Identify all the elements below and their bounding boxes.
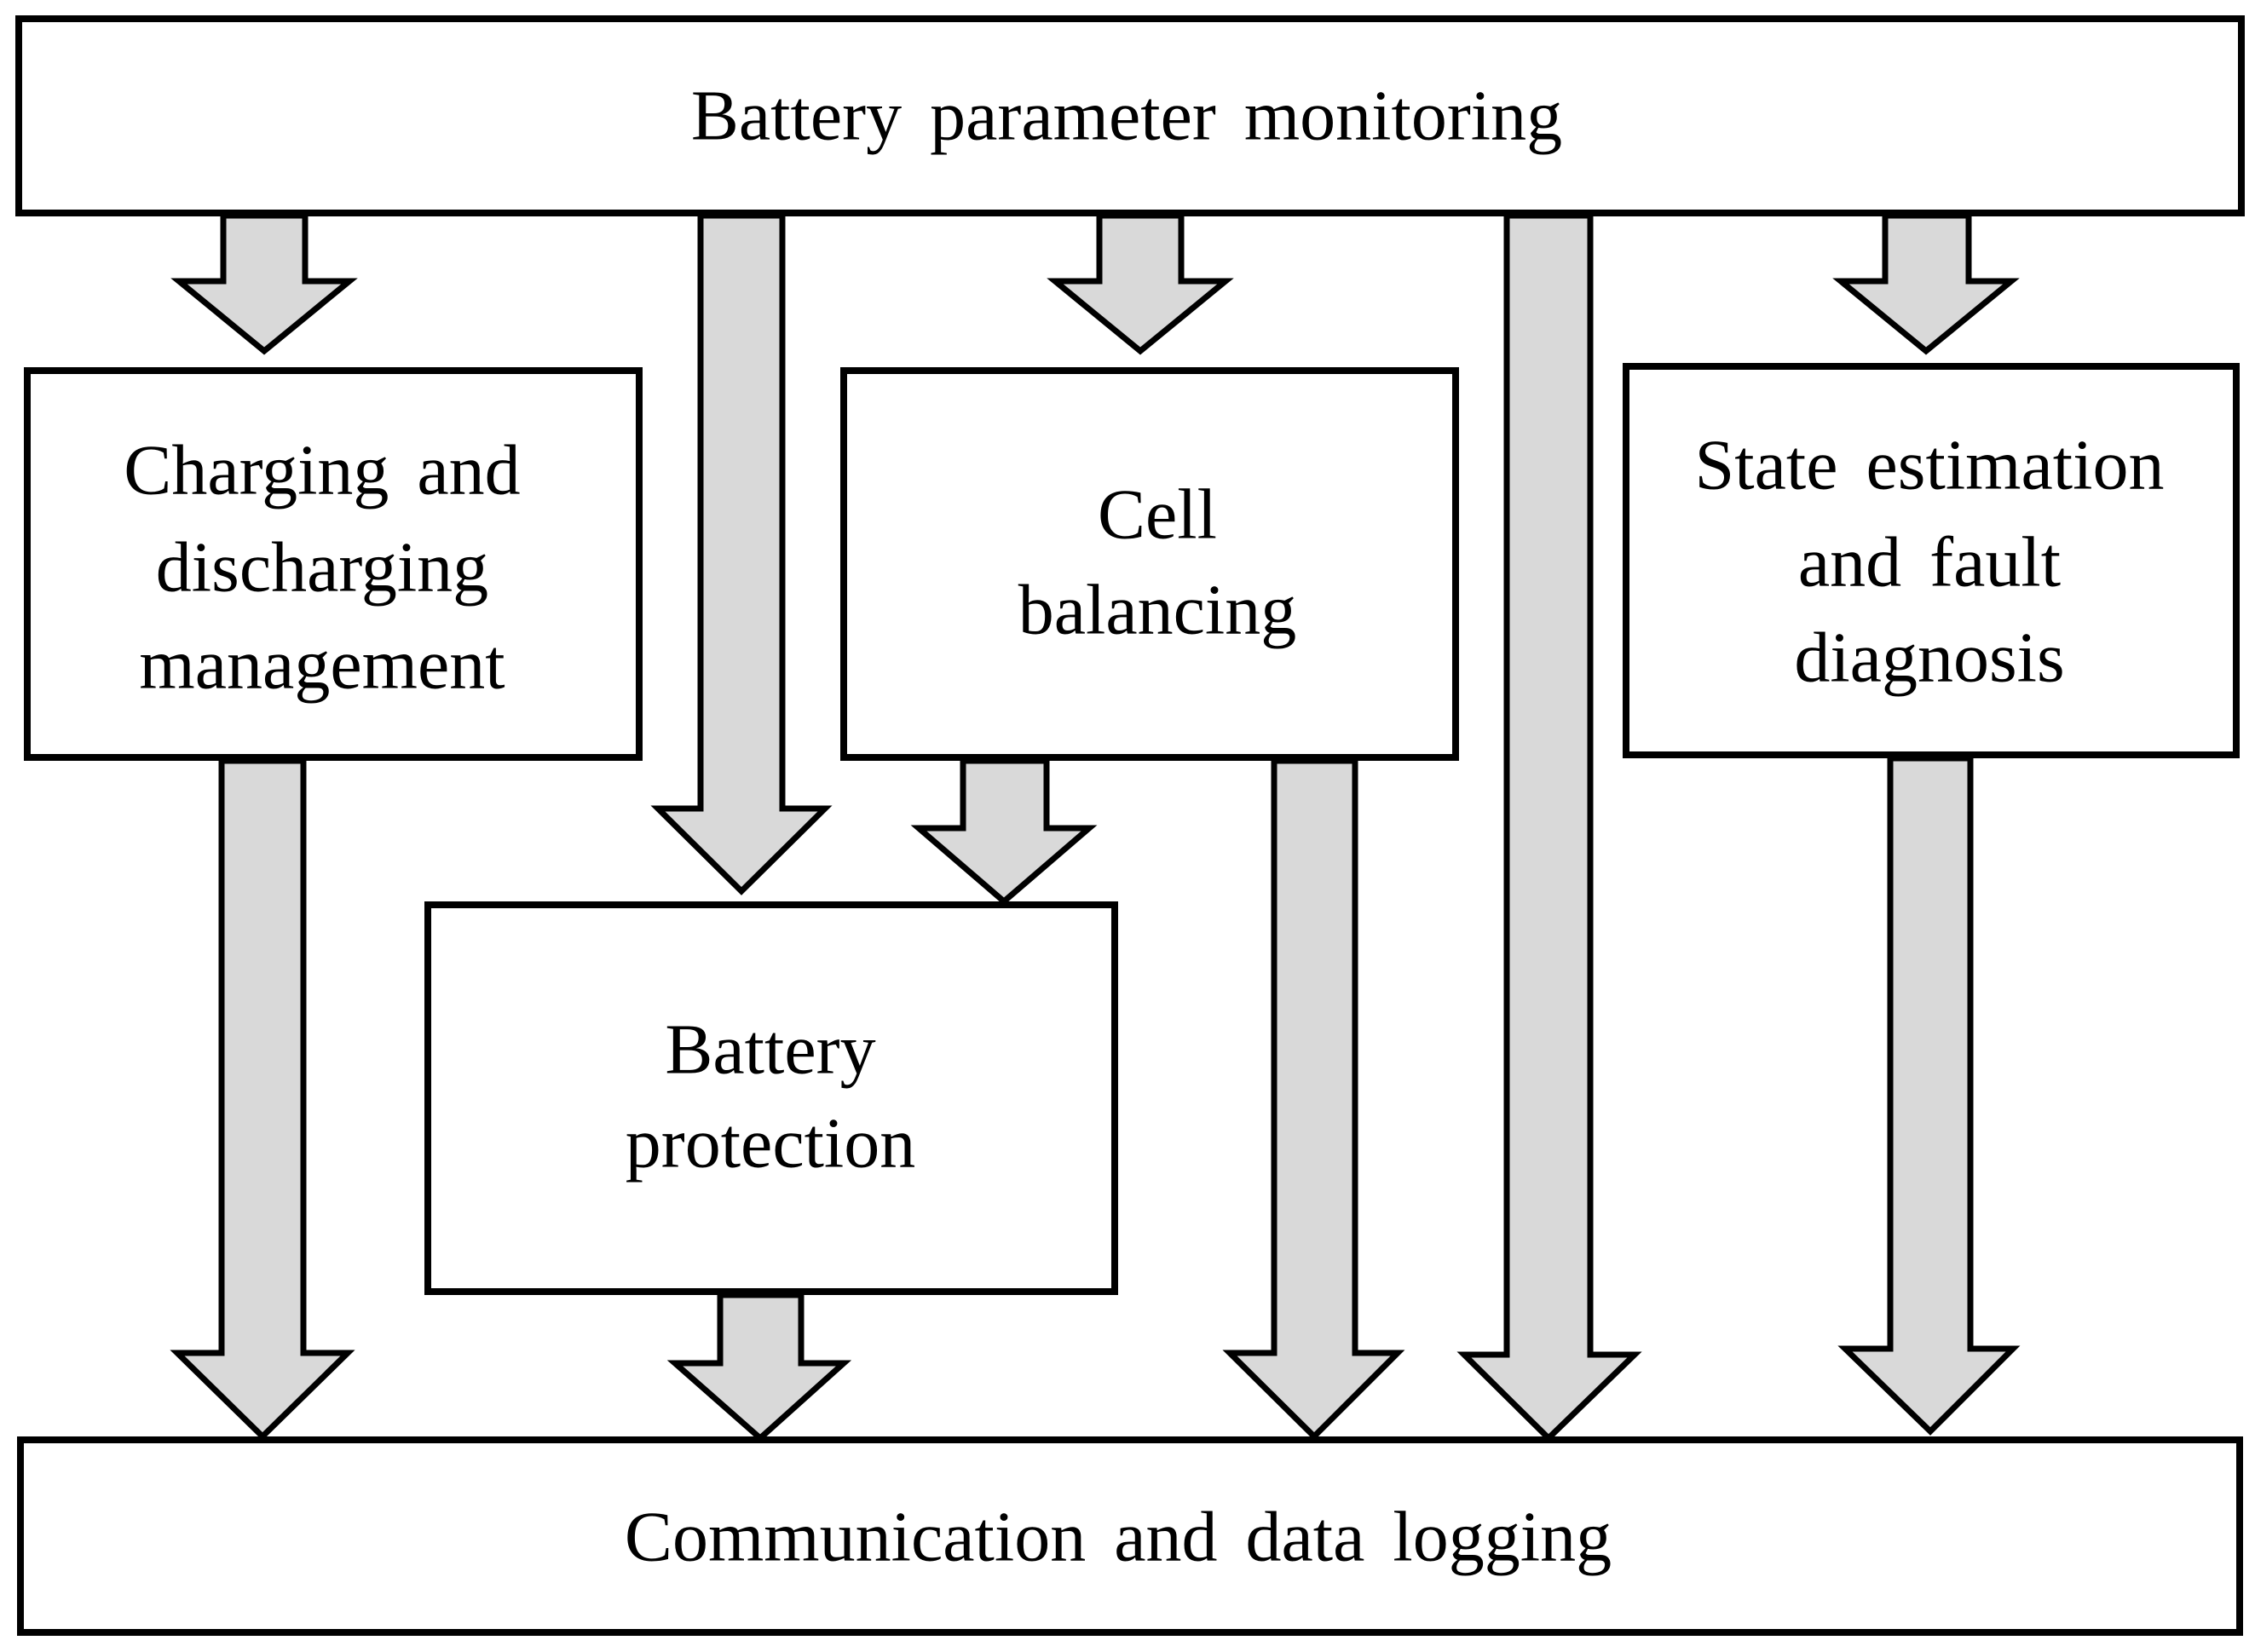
box-layer [15, 15, 2245, 1636]
node-state-label-line-3: diagnosis [1794, 619, 2064, 698]
node-balancing-label-line-2: balancing [1018, 571, 1297, 650]
node-protection-label-line-2: protection [626, 1104, 916, 1183]
node-communication-box [17, 1436, 2243, 1636]
node-charging-label-line-3: management [139, 625, 505, 705]
node-communication-label: Communication and data logging [625, 1498, 1612, 1577]
arrow-protection-to-communication [666, 1292, 852, 1442]
node-state-label-line-1: State estimation [1695, 426, 2165, 505]
arrow-state-to-communication [1837, 755, 2021, 1436]
arrow-monitoring-to-balancing [1047, 212, 1234, 355]
label-layer: Battery parameter monitoring Charging an… [124, 77, 2164, 1577]
node-charging-label-line-2: discharging [156, 528, 488, 607]
arrow-monitoring-to-communication [1456, 212, 1642, 1442]
node-charging-box [24, 367, 643, 761]
arrow-charging-to-communication [170, 757, 355, 1441]
node-state-label-line-2: and fault [1798, 523, 2061, 602]
arrow-balancing-to-communication [1222, 757, 1405, 1441]
arrow-layer [170, 212, 2021, 1442]
node-charging-label-line-1: Charging and [124, 431, 520, 510]
arrow-monitoring-to-state [1832, 212, 2020, 355]
node-monitoring-label: Battery parameter monitoring [691, 77, 1562, 156]
node-protection-box [424, 901, 1118, 1295]
node-monitoring-box [15, 15, 2245, 216]
node-balancing-label-line-1: Cell [1098, 475, 1217, 555]
node-state-box [1623, 363, 2240, 758]
arrow-monitoring-to-charging [170, 212, 358, 355]
node-balancing-box [840, 367, 1459, 761]
arrow-balancing-to-protection [910, 757, 1098, 906]
node-protection-label-line-1: Battery [665, 1010, 875, 1090]
arrow-monitoring-to-protection [650, 212, 833, 895]
